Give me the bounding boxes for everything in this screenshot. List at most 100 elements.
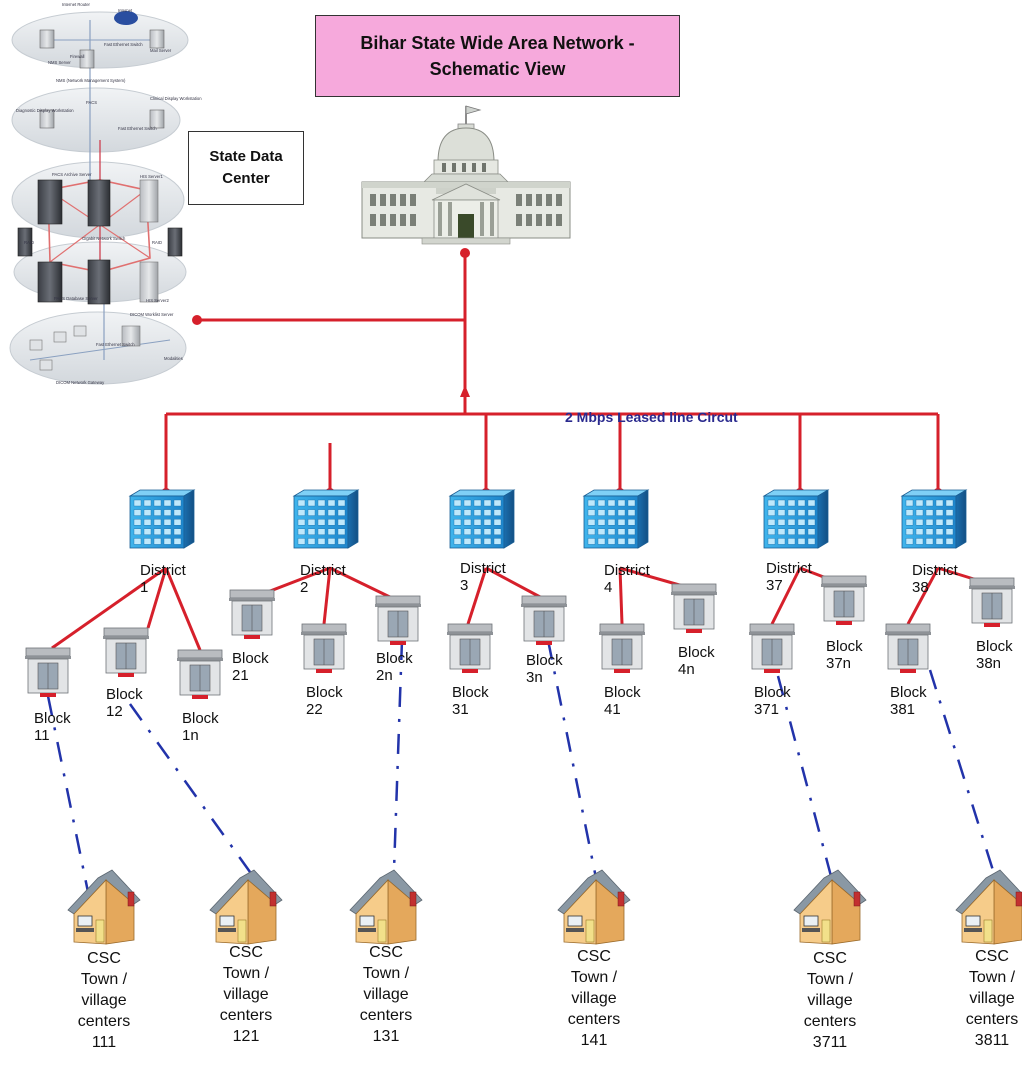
server-icon bbox=[139, 179, 159, 223]
block-office-icon bbox=[25, 647, 71, 697]
block-label-line: Block bbox=[754, 684, 791, 701]
server-tower-icon bbox=[37, 261, 63, 303]
block-label-line: Block bbox=[232, 650, 269, 667]
csc-label-line: CSC bbox=[975, 948, 1009, 965]
data-center-caption: HIS Server2 bbox=[146, 298, 169, 303]
district-label-line: District bbox=[912, 562, 958, 579]
csc-label-line: CSC bbox=[87, 950, 121, 967]
district-block-link bbox=[146, 567, 168, 629]
block-label-line: Block bbox=[526, 652, 563, 669]
csc-label-line: Town / bbox=[222, 965, 270, 983]
csc-link bbox=[392, 639, 404, 871]
csc-label-line: CSC bbox=[369, 944, 403, 961]
data-center-caption: Firewall bbox=[70, 54, 84, 59]
block-office-icon bbox=[599, 623, 645, 673]
workstation-icon bbox=[29, 339, 43, 351]
data-center-caption: DICOM Worklist Server bbox=[130, 312, 174, 317]
workstation-icon bbox=[79, 49, 95, 69]
block-label-line: Block bbox=[306, 684, 343, 701]
csc-label-line: village bbox=[969, 990, 1015, 1008]
workstation-icon bbox=[39, 29, 55, 49]
block-label-line: 2n bbox=[376, 667, 393, 685]
csc-label-line: village bbox=[81, 992, 127, 1010]
csc-house-icon bbox=[209, 869, 283, 945]
district-label-line: District bbox=[766, 560, 812, 577]
district-building-icon bbox=[762, 489, 830, 549]
block-office-icon bbox=[671, 583, 717, 633]
district-building-icon bbox=[292, 489, 360, 549]
workstation-icon bbox=[53, 331, 67, 343]
title-line: Bihar State Wide Area Network - bbox=[360, 32, 635, 53]
csc-label-line: 111 bbox=[91, 1034, 117, 1052]
data-center-caption: Internet bbox=[118, 8, 133, 13]
server-platform bbox=[9, 311, 187, 385]
csc-label-line: centers bbox=[359, 1007, 413, 1025]
csc-label-line: Town / bbox=[570, 969, 618, 987]
block-label-line: 371 bbox=[754, 701, 780, 719]
csc-label-line: village bbox=[223, 986, 269, 1004]
data-center-caption: Gigabit Network Switch bbox=[82, 236, 126, 241]
cable-line bbox=[29, 339, 171, 361]
csc-label-line: centers bbox=[219, 1007, 273, 1025]
link-node bbox=[192, 315, 202, 325]
block-office-icon bbox=[375, 595, 421, 645]
leased-line-label: 2 Mbps Leased line Circut bbox=[565, 409, 738, 425]
data-center-caption: NMS Server bbox=[48, 60, 71, 65]
workstation-icon bbox=[73, 325, 87, 337]
csc-label-line: centers bbox=[965, 1011, 1019, 1029]
workstation-icon bbox=[149, 29, 165, 49]
district-block-link bbox=[618, 567, 624, 625]
district-label-line: 3 bbox=[460, 577, 469, 595]
server-tower-icon bbox=[87, 259, 111, 305]
district-label-line: 2 bbox=[300, 579, 309, 597]
csc-label-line: village bbox=[571, 990, 617, 1008]
district-label-line: District bbox=[604, 562, 650, 579]
block-office-icon bbox=[447, 623, 493, 673]
block-label-line: 37n bbox=[826, 655, 852, 673]
block-label-line: 4n bbox=[678, 661, 695, 679]
block-label-line: Block bbox=[34, 710, 71, 727]
csc-label-line: village bbox=[807, 992, 853, 1010]
csc-label-line: Town / bbox=[968, 969, 1016, 987]
block-label-line: 11 bbox=[34, 727, 50, 745]
csc-link bbox=[46, 695, 90, 893]
csc-house-icon bbox=[793, 869, 867, 945]
district-block-link bbox=[466, 567, 488, 625]
csc-label-line: 3811 bbox=[974, 1032, 1010, 1050]
csc-label: CSC Town / village centers 3811 bbox=[966, 946, 1018, 1052]
block-label-line: 1n bbox=[182, 727, 199, 745]
block-label-line: 22 bbox=[306, 701, 323, 719]
block-office-icon bbox=[103, 627, 149, 677]
data-center-caption: Fast Ethernet Switch bbox=[118, 126, 157, 131]
block-label-line: Block bbox=[376, 650, 413, 667]
block-label-line: Block bbox=[826, 638, 863, 655]
block-office-icon bbox=[749, 623, 795, 673]
district-icons bbox=[128, 489, 968, 549]
csc-link bbox=[128, 703, 252, 873]
server-tower-icon bbox=[87, 179, 111, 227]
internet-cloud-icon bbox=[114, 11, 138, 25]
diagram-title: Bihar State Wide Area Network - Schemati… bbox=[315, 15, 680, 97]
data-center-caption: Clinical Display Workstation bbox=[150, 96, 202, 101]
district-label-line: 37 bbox=[766, 577, 783, 595]
block-label-line: Block bbox=[678, 644, 715, 661]
district-label-line: District bbox=[140, 562, 186, 579]
csc-house-icon bbox=[349, 869, 423, 945]
